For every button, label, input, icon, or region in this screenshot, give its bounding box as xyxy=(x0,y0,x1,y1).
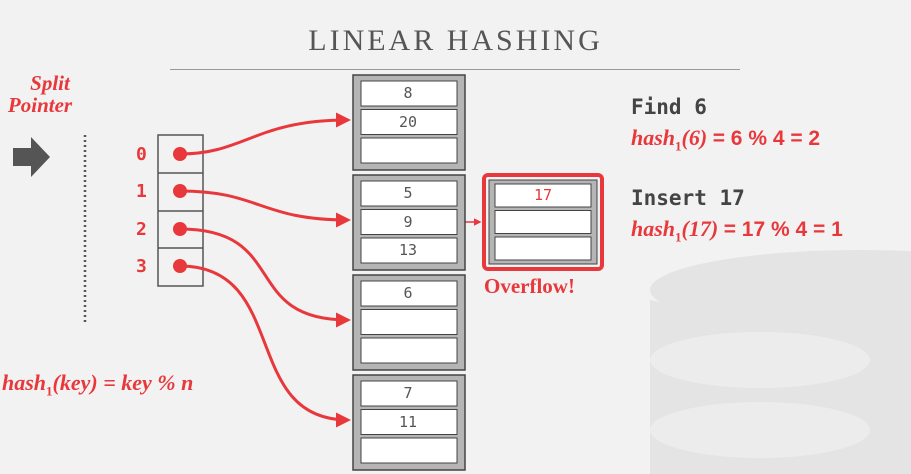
bucket-1-slot-2 xyxy=(360,237,458,264)
directory-index-2: 2 xyxy=(136,219,147,240)
hash-function-sub: 1 xyxy=(46,383,53,399)
bucket-0-slot-0 xyxy=(360,80,458,107)
directory-index-0: 0 xyxy=(136,144,147,165)
bucket-2-slot-2 xyxy=(360,337,458,364)
page-title: LINEAR HASHING xyxy=(308,24,603,57)
split-pointer-label-line-1: Split xyxy=(30,71,70,95)
bucket-slot-value: 13 xyxy=(398,241,418,259)
bucket-slot-value: 20 xyxy=(398,112,418,131)
bucket-slot-value: 9 xyxy=(403,212,413,231)
pointer-arrow-3 xyxy=(179,264,351,428)
directory-index-1: 1 xyxy=(136,181,147,202)
bucket-1-slot-1 xyxy=(360,209,458,235)
find-formula: hash1(6) = 6 % 4 = 2 xyxy=(631,125,820,154)
bucket-slot-value: 6 xyxy=(403,284,413,302)
insert-formula-arg: (17) xyxy=(681,216,719,241)
insert-formula-rhs: = 17 % 4 = 1 xyxy=(723,218,843,241)
overflow-slot-2 xyxy=(494,236,592,261)
pointer-arrow-0 xyxy=(179,112,351,156)
bucket-3-slot-2 xyxy=(360,437,458,464)
split-pointer-arrow-icon xyxy=(13,137,50,177)
pointer-arrow-1 xyxy=(179,189,351,228)
find-label: Find 6 xyxy=(631,95,707,119)
bucket-2-slot-1 xyxy=(360,309,458,335)
find-formula-arg: (6) xyxy=(681,125,708,150)
bucket-2-slot-0 xyxy=(360,280,458,307)
bucket-0-slot-1 xyxy=(360,109,458,135)
directory-index-3: 3 xyxy=(136,256,147,277)
bucket-slot-value: 7 xyxy=(403,384,413,402)
find-formula-fn: hash xyxy=(631,125,676,150)
directory-table xyxy=(157,134,204,287)
find-formula-sub: 1 xyxy=(675,138,682,154)
bucket-slot-value: 5 xyxy=(403,184,413,202)
bucket-3-slot-0 xyxy=(360,380,458,407)
split-pointer-label: Split xyxy=(20,72,80,94)
overflow-slot-value: 17 xyxy=(533,186,553,204)
split-pointer-label-line-2: Pointer xyxy=(7,93,73,117)
title-divider xyxy=(170,69,740,70)
overflow-slot-0 xyxy=(494,183,592,208)
bucket-slot-value: 8 xyxy=(403,84,413,102)
bucket-slot-value: 11 xyxy=(398,412,418,431)
bucket-3-slot-1 xyxy=(360,409,458,435)
insert-formula: hash1(17) = 17 % 4 = 1 xyxy=(631,216,843,245)
find-formula-rhs: = 6 % 4 = 2 xyxy=(712,127,821,150)
hash-function-fn: hash xyxy=(2,370,47,395)
hash-function-formula: hash1(key) = key % n xyxy=(2,370,193,399)
pointer-arrow-2 xyxy=(179,227,351,328)
overflow-bucket-highlight xyxy=(482,173,604,271)
database-watermark-icon xyxy=(650,250,911,474)
insert-formula-fn: hash xyxy=(631,216,676,241)
hash-function-rest: (key) = key % n xyxy=(52,370,194,395)
insert-formula-sub: 1 xyxy=(675,229,682,245)
insert-label: Insert 17 xyxy=(631,186,745,210)
bucket-0-slot-2 xyxy=(360,137,458,164)
bucket-1-slot-0 xyxy=(360,180,458,207)
overflow-label: Overflow! xyxy=(484,274,575,298)
overflow-slot-1 xyxy=(494,210,592,234)
